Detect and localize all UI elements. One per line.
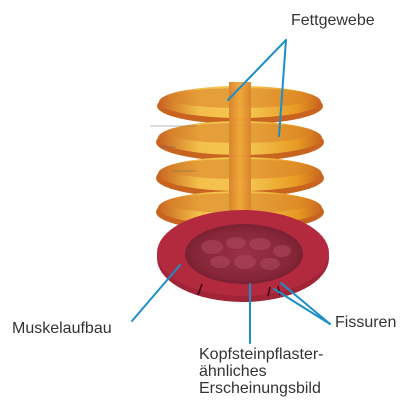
label-kopfsteinpflaster: Kopfsteinpflaster- ähnliches Erscheinung… — [199, 346, 324, 397]
intestine-cross-section — [157, 210, 329, 302]
fat-tissue-rings — [150, 82, 324, 231]
label-muskelaufbau: Muskelaufbau — [12, 320, 112, 337]
label-kopfstein-line3: Erscheinungsbild — [199, 380, 324, 397]
label-fettgewebe: Fettgewebe — [291, 12, 375, 29]
label-kopfstein-line1: Kopfsteinpflaster- — [199, 346, 324, 363]
label-kopfstein-line2: ähnliches — [199, 363, 324, 380]
fat-band — [229, 82, 251, 222]
label-fissuren: Fissuren — [335, 314, 396, 331]
